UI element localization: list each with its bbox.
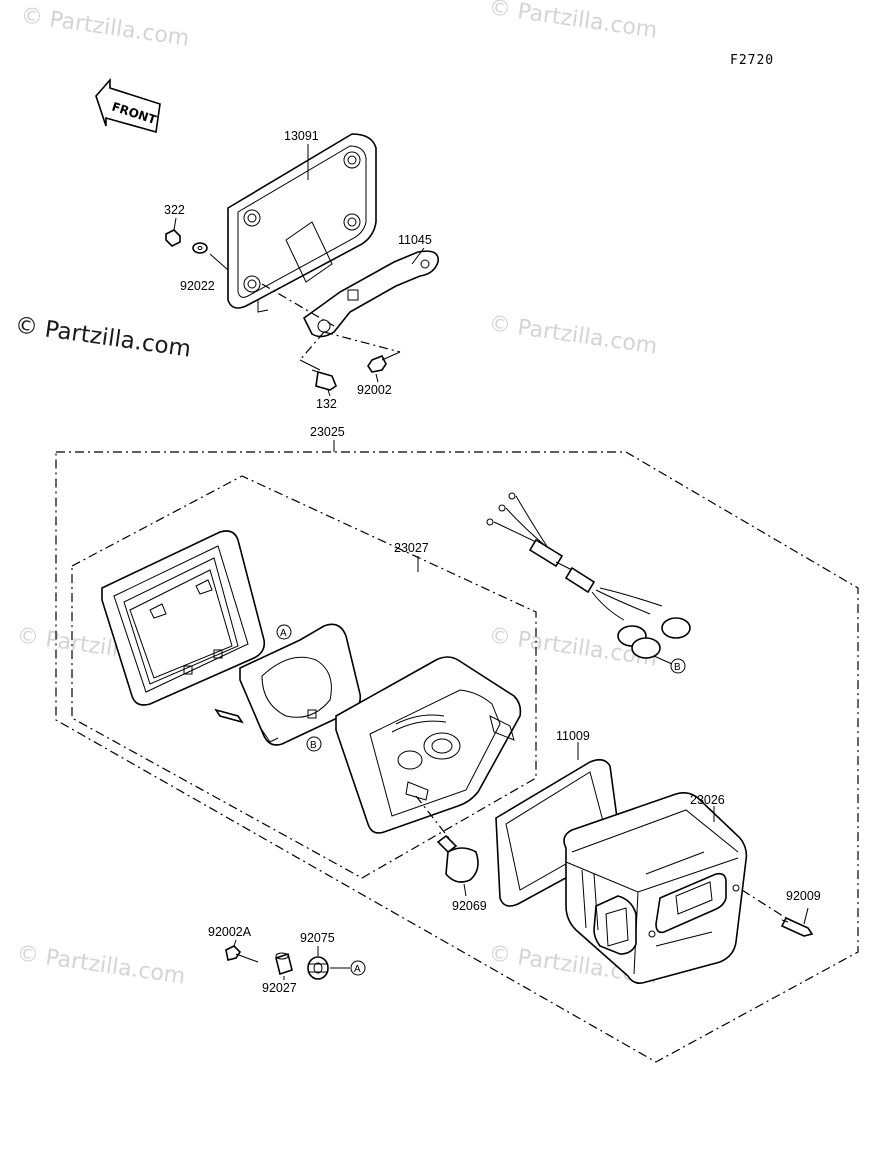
part-number-23026: 23026 [690, 793, 725, 807]
bulb-92069: 92069 [436, 834, 487, 913]
part-number-23025: 23025 [310, 425, 345, 439]
figure-code: F2720 [730, 53, 774, 68]
part-number-92069: 92069 [452, 899, 487, 913]
washer-92022 [192, 242, 208, 254]
part-number-92002A: 92002A [208, 925, 252, 939]
part-number-11045: 11045 [398, 233, 432, 247]
part-number-11009: 11009 [556, 729, 590, 743]
front-arrow-icon: FRONT [95, 77, 161, 134]
callout-a-bottom: A [330, 960, 366, 976]
license-plate-bracket-13091 [227, 133, 377, 313]
bolt-92002A [225, 939, 259, 963]
part-number-92022: 92022 [180, 279, 215, 293]
part-number-92002: 92002 [357, 383, 392, 397]
part-number-132: 132 [316, 397, 337, 411]
grommet-92075 [307, 946, 329, 980]
watermark-prominent: © Partzilla.com [13, 312, 192, 362]
part-number-92075: 92075 [300, 931, 335, 945]
lamp-housing [335, 656, 522, 834]
assembly-boundary-23027 [71, 475, 537, 879]
callout-a-upper-label: A [280, 628, 287, 639]
callout-a-bottom-label: A [354, 964, 361, 975]
callout-b-harness: B [670, 658, 686, 674]
part-number-92027: 92027 [262, 981, 297, 995]
bolt-322 [165, 229, 181, 247]
watermark-top-left: © Partzilla.com [19, 3, 191, 51]
part-number-92009: 92009 [786, 889, 821, 903]
screw-92009 [780, 916, 814, 937]
callout-b-harness-label: B [674, 662, 681, 673]
watermark-middle-right: © Partzilla.com [487, 311, 659, 359]
assembly-boundary-23025 [55, 451, 859, 1063]
lamp-bezel [101, 530, 266, 706]
callout-b-lower: B [306, 736, 322, 752]
part-number-322: 322 [164, 203, 185, 217]
lamp-base-plate [214, 623, 362, 746]
callout-b-lower-label: B [310, 740, 317, 751]
bolt-92002 [367, 354, 387, 373]
watermark-bottom-left: © Partzilla.com [15, 941, 187, 989]
watermark-top-center: © Partzilla.com [487, 0, 659, 44]
part-number-13091: 13091 [284, 129, 319, 143]
lens-23026 [563, 792, 748, 984]
callout-a-upper: A [276, 624, 292, 640]
part-number-23027: 23027 [394, 541, 429, 555]
collar-92027 [275, 952, 293, 980]
bolt-132 [311, 369, 337, 391]
wire-harness [486, 492, 691, 659]
